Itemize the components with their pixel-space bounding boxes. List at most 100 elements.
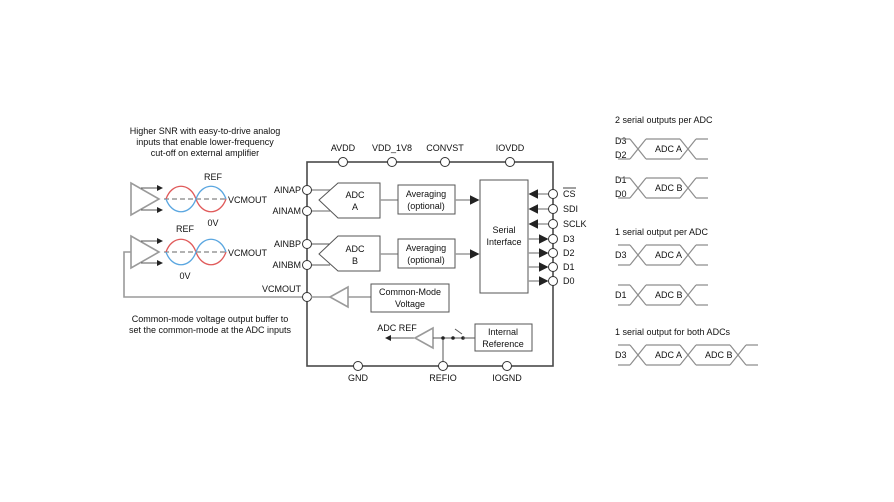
left-pins: AINAP AINAM AINBP AINBM VCMOUT [262,185,330,302]
input-note-line: Higher SNR with easy-to-drive analog [130,126,281,136]
pin-label: CS [563,189,576,199]
adc-a-label: A [352,202,358,212]
serial-interface-label: Interface [486,237,521,247]
timing-transition [629,284,647,306]
pin-label: D2 [563,248,575,258]
internal-reference-label: Internal [488,327,518,337]
buffer-icon [328,285,349,309]
pin-d1 [548,262,558,272]
adc-b-label: B [352,256,358,266]
pin-d3 [548,234,558,244]
pin-gnd [353,361,363,371]
adc-b-block: ADC B [318,235,381,272]
reference-section: ADC REF Internal Reference [377,323,533,362]
timing-cell-label: ADC B [655,290,683,300]
timing-cell-label: ADC B [705,350,733,360]
adc-a-label: ADC [345,190,365,200]
pin-label: D1 [563,262,575,272]
timing-diagrams: 2 serial outputs per ADC D3 D2 ADC A D1 … [615,115,758,366]
averaging-label: Averaging [406,243,446,253]
pin-label: IOGND [492,373,522,383]
pin-label: D0 [563,276,575,286]
timing-transition [679,177,697,199]
input-note-line: inputs that enable lower-frequency [136,137,274,147]
timing-transition [679,344,697,366]
pin-ainap [302,185,312,195]
channel-b-driver: REF 0V VCMOUT [130,224,267,281]
timing-transition [629,244,647,266]
pin-label: D3 [563,234,575,244]
pin-avdd [338,157,348,167]
input-note: Higher SNR with easy-to-drive analog inp… [130,126,281,158]
timing-pin-label: D0 [615,189,627,199]
pin-sdi [548,204,558,214]
timing-cell-label: ADC B [655,183,683,193]
vcmout-label: VCMOUT [228,195,267,205]
timing-cell-label: ADC A [655,144,682,154]
timing-data-window [618,138,708,160]
pin-label: REFIO [429,373,457,383]
zero-label: 0V [179,271,190,281]
pin-convst [440,157,450,167]
pin-ainbp [302,239,312,249]
pin-ainam [302,206,312,216]
input-note-line: cut-off on external amplifier [151,148,259,158]
common-mode-label: Voltage [395,299,425,309]
pin-label: VDD_1V8 [372,143,412,153]
timing-pin-label: D3 [615,136,627,146]
zero-label: 0V [207,218,218,228]
timing-pin-label: D1 [615,290,627,300]
timing-transition [629,344,647,366]
serial-interface-label: Serial [492,225,515,235]
vcm-note-line: Common-mode voltage output buffer to [132,314,288,324]
ref-label: REF [204,172,223,182]
pin-label: SCLK [563,219,587,229]
pin-label: AVDD [331,143,356,153]
bottom-pins: GND REFIO IOGND [348,361,522,383]
pin-label: AINBM [272,260,301,270]
timing-title: 1 serial output for both ADCs [615,327,731,337]
serial-interface-block: Serial Interface [479,179,529,294]
right-pins: CS SDI SCLK D3 D2 D1 D0 [528,187,587,286]
pin-label: AINAM [272,206,301,216]
timing-transition [729,344,747,366]
timing-transition [629,177,647,199]
amplifier-icon [130,181,161,217]
adc-a-block: ADC A [318,182,381,219]
timing-data-window [618,177,708,199]
switch-icon [454,328,463,335]
ref-label: REF [176,224,195,234]
timing-title: 2 serial outputs per ADC [615,115,713,125]
timing-data-window [618,344,758,366]
averaging-b-block: Averaging (optional) [397,238,456,269]
timing-pin-label: D1 [615,175,627,185]
pin-label: IOVDD [496,143,525,153]
waveform-blue [165,238,227,266]
averaging-label: (optional) [407,201,445,211]
pin-cs [548,189,558,199]
pin-label: AINBP [274,239,301,249]
top-pins: AVDD VDD_1V8 CONVST IOVDD [331,143,525,167]
pin-vdd-1v8 [387,157,397,167]
timing-transition [679,284,697,306]
pin-refio [438,361,448,371]
timing-transition [679,244,697,266]
pin-sclk [548,219,558,229]
timing-pin-label: D3 [615,250,627,260]
common-mode-label: Common-Mode [379,287,441,297]
pin-d0 [548,276,558,286]
pin-label: GND [348,373,369,383]
timing-pin-label: D3 [615,350,627,360]
buffer-icon [413,326,434,350]
averaging-label: (optional) [407,255,445,265]
pin-d2 [548,248,558,258]
timing-pin-label: D2 [615,150,627,160]
waveform-blue [165,185,227,213]
timing-transition [679,138,697,160]
pin-label: VCMOUT [262,284,301,294]
timing-title: 1 serial output per ADC [615,227,709,237]
pin-iognd [502,361,512,371]
pin-iovdd [505,157,515,167]
timing-data-window [618,284,708,306]
pin-ainbm [302,260,312,270]
